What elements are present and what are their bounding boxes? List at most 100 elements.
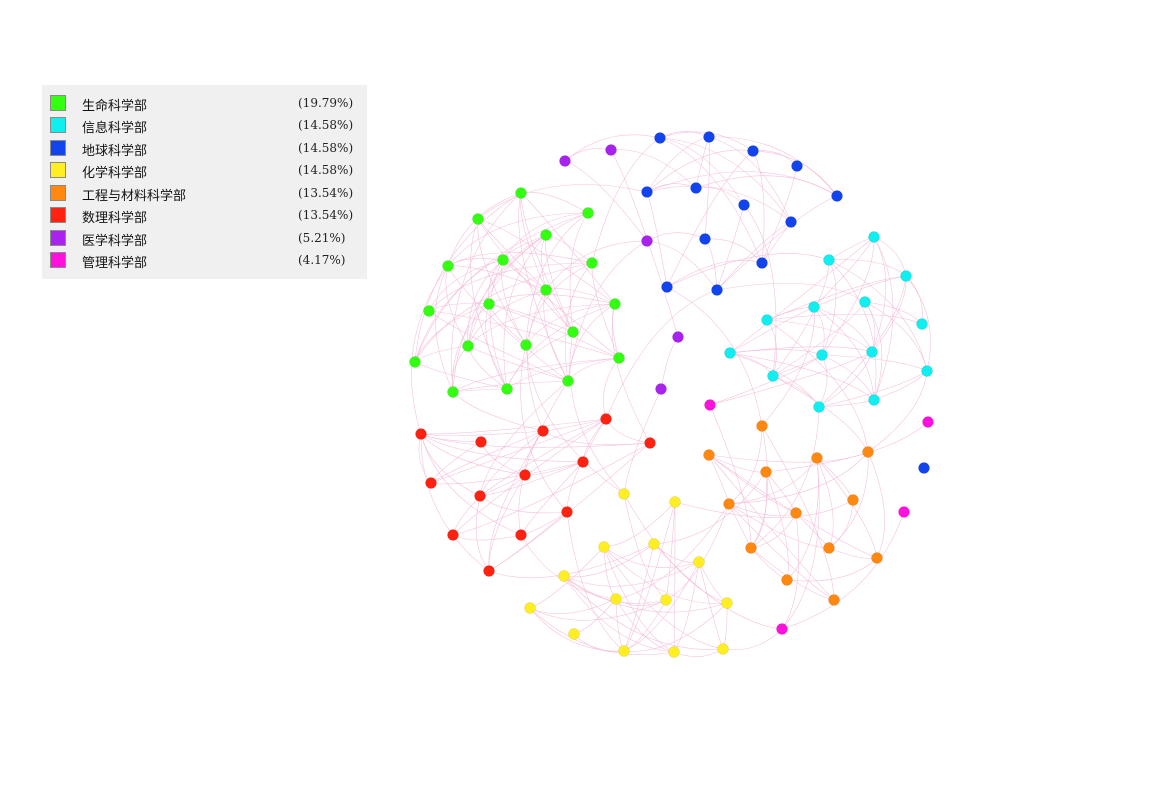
network-node: [447, 529, 459, 541]
network-edge: [708, 136, 792, 223]
network-node: [415, 428, 427, 440]
legend-label: 地球科学部: [82, 144, 148, 159]
network-edge: [467, 303, 616, 347]
network-node: [654, 132, 666, 144]
network-node: [811, 452, 823, 464]
network-edge: [591, 137, 661, 264]
network-edge: [623, 493, 728, 604]
network-edge: [520, 511, 568, 536]
network-edge: [610, 149, 679, 338]
network-edge: [646, 149, 754, 193]
network-edge: [623, 493, 667, 601]
network-node: [562, 375, 574, 387]
network-edge: [818, 399, 875, 408]
network-node: [791, 160, 803, 172]
network-edge: [623, 501, 676, 652]
network-node: [648, 538, 660, 550]
network-node: [760, 466, 772, 478]
network-edge: [743, 204, 777, 377]
network-edge: [765, 421, 929, 473]
network-edge: [813, 306, 873, 353]
network-edge: [447, 212, 589, 267]
network-edge: [477, 218, 547, 291]
network-edge: [506, 331, 574, 390]
network-edge: [452, 357, 620, 393]
network-node: [847, 494, 859, 506]
network-edge: [501, 259, 527, 346]
network-edge: [603, 546, 728, 604]
legend-item-engineering-materials: 工程与材料科学部 (13.54%): [42, 183, 367, 205]
network-edge: [477, 184, 648, 220]
network-edge: [420, 433, 651, 448]
network-edge: [445, 265, 469, 347]
network-edge: [428, 310, 569, 382]
network-node: [767, 370, 779, 382]
legend-label: 管理科学部: [82, 256, 148, 271]
network-edge: [666, 253, 830, 288]
network-edge: [816, 457, 878, 559]
network-edge: [873, 236, 894, 401]
network-node: [425, 477, 437, 489]
network-edge: [766, 319, 869, 453]
network-edge: [451, 192, 522, 393]
network-edge: [520, 191, 589, 214]
network-node: [474, 490, 486, 502]
network-node: [922, 416, 934, 428]
network-edge: [451, 345, 469, 393]
network-edge: [420, 430, 544, 436]
network-node: [868, 231, 880, 243]
network-edge: [786, 557, 878, 582]
network-edge: [828, 259, 907, 277]
network-node: [900, 270, 912, 282]
network-edge: [766, 319, 873, 353]
network-edge: [781, 457, 820, 630]
network-edge: [752, 150, 765, 264]
network-edge: [828, 236, 875, 261]
network-edge: [708, 454, 835, 601]
network-edge: [708, 454, 797, 514]
network-edge: [566, 511, 625, 652]
legend-item-medical-sciences: 医学科学部 (5.21%): [42, 228, 367, 250]
network-edge: [728, 451, 869, 505]
network-edge: [467, 234, 547, 347]
network-node: [868, 394, 880, 406]
network-node: [501, 383, 513, 395]
network-node: [613, 352, 625, 364]
network-edge: [489, 259, 508, 390]
network-node: [918, 462, 930, 474]
network-edge: [709, 354, 823, 406]
network-edge: [430, 430, 544, 484]
network-edge: [828, 547, 878, 559]
network-node: [862, 446, 874, 458]
network-edge: [709, 404, 752, 549]
network-edge: [666, 260, 763, 288]
network-edge: [563, 561, 700, 587]
network-node: [823, 542, 835, 554]
network-node: [808, 301, 820, 313]
network-edge: [428, 262, 593, 312]
network-node: [704, 399, 716, 411]
legend-percent: (19.79%): [298, 96, 354, 110]
network-edge: [603, 546, 675, 653]
network-edge: [615, 598, 667, 606]
network-edge: [750, 425, 768, 549]
network-node: [483, 298, 495, 310]
legend-percent: (14.58%): [298, 118, 354, 132]
network-node: [618, 488, 630, 500]
network-edge: [479, 495, 568, 514]
network-edge: [828, 259, 877, 401]
network-edge: [452, 303, 490, 393]
network-node: [693, 556, 705, 568]
network-edge: [666, 150, 754, 288]
network-node: [813, 401, 825, 413]
network-edge: [610, 149, 697, 189]
network-edge: [905, 275, 931, 372]
network-node: [582, 207, 594, 219]
network-edge: [467, 259, 504, 347]
legend-swatch: [50, 162, 66, 178]
network-edge: [447, 252, 593, 267]
network-edge: [716, 195, 838, 291]
network-edge: [430, 418, 607, 484]
network-node: [711, 284, 723, 296]
network-edge: [781, 512, 799, 630]
